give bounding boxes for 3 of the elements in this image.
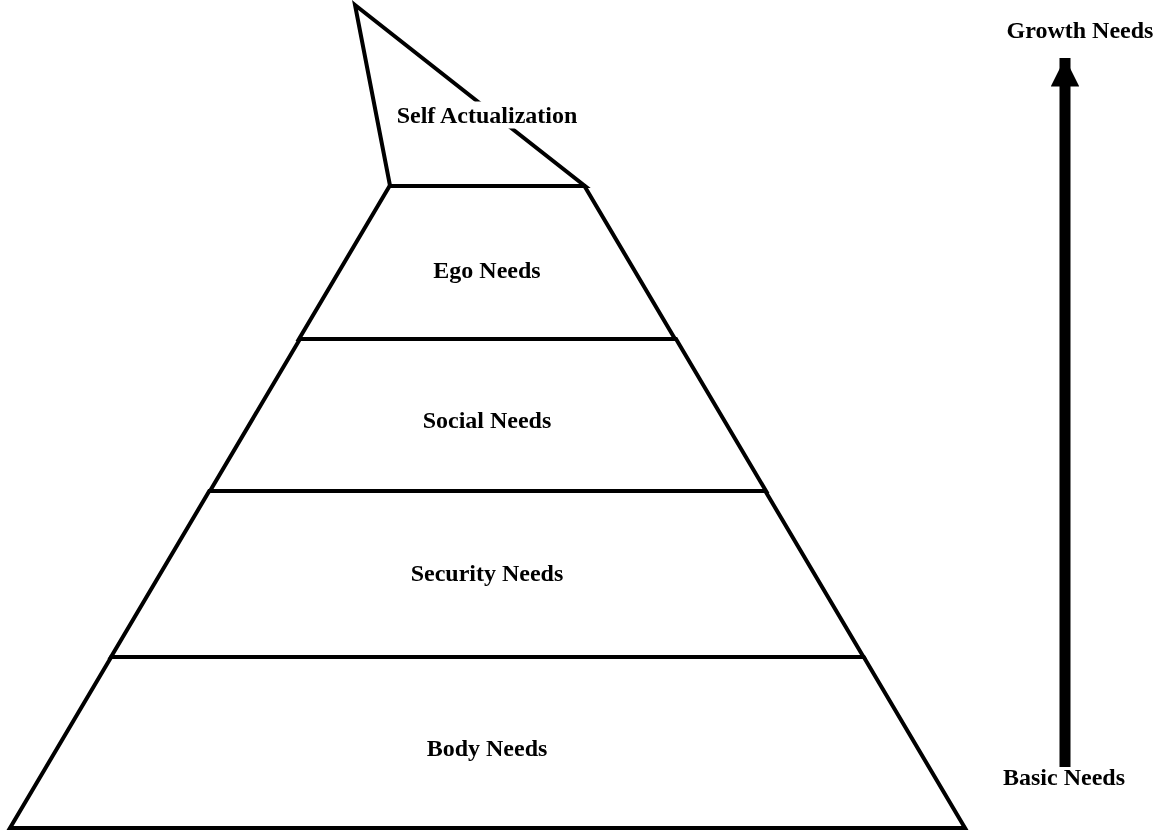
scale-label: Basic Needs bbox=[1002, 763, 1126, 791]
arrow bbox=[1050, 58, 1080, 767]
scale-label: Growth Needs bbox=[1005, 16, 1154, 44]
